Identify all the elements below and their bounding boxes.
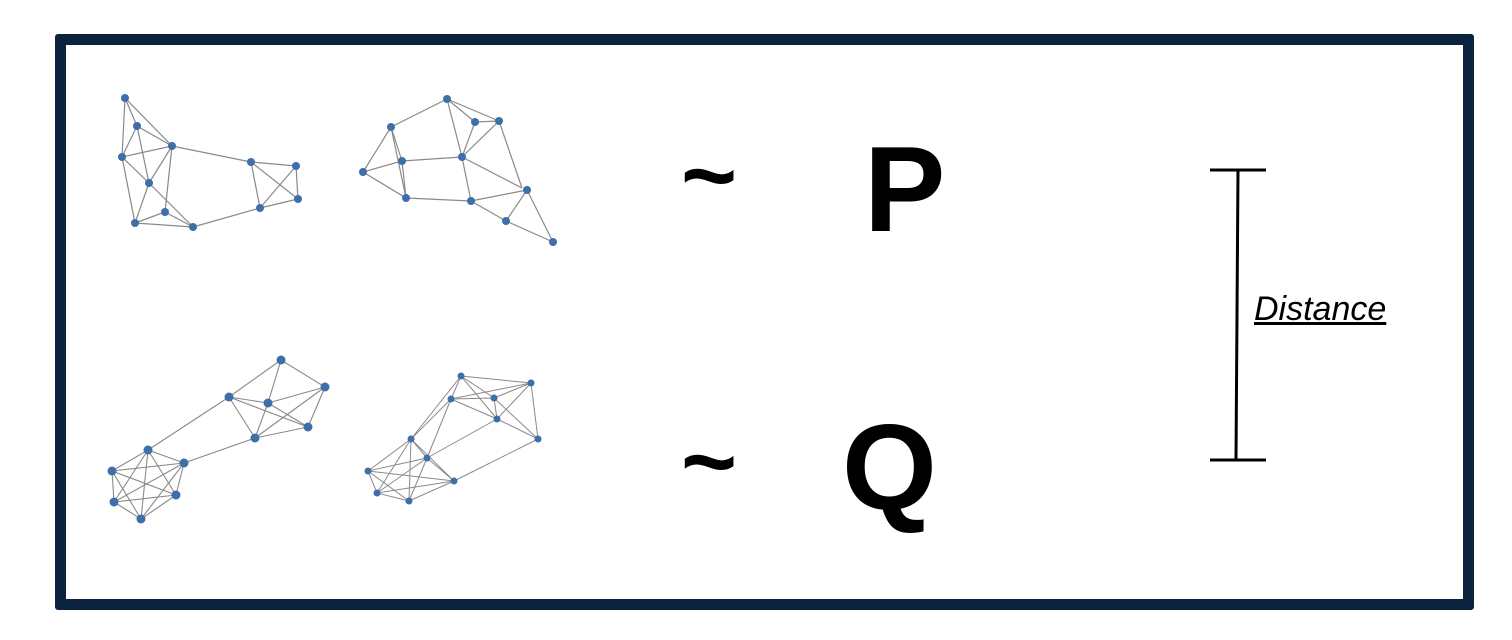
distribution-p-label: P — [864, 121, 946, 257]
tilde-bottom: ~ — [681, 408, 738, 515]
distribution-q-label: Q — [842, 399, 937, 535]
tilde-top: ~ — [681, 122, 738, 229]
distance-bracket — [1210, 168, 1266, 462]
distance-label: Distance — [1254, 290, 1387, 328]
